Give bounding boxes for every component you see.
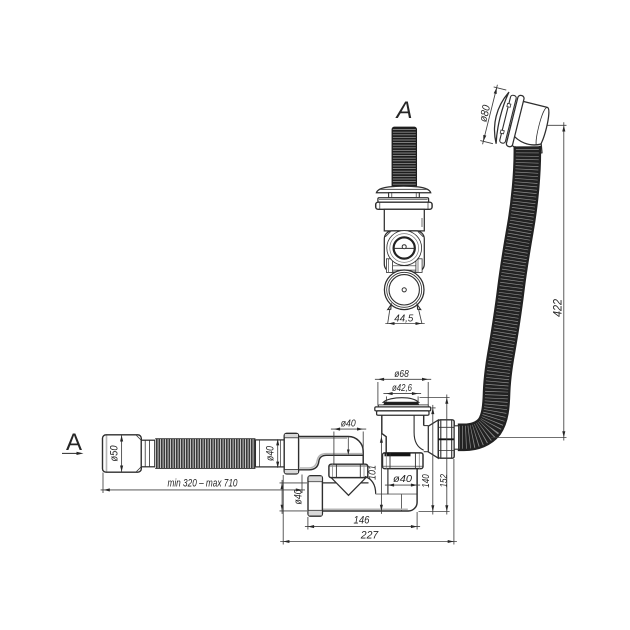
svg-text:422: 422 bbox=[553, 298, 565, 317]
svg-text:146: 146 bbox=[354, 515, 371, 527]
svg-text:ø50: ø50 bbox=[109, 445, 121, 462]
svg-text:ø42,6: ø42,6 bbox=[392, 382, 412, 394]
svg-text:101: 101 bbox=[367, 465, 379, 480]
svg-text:A: A bbox=[394, 97, 412, 124]
svg-text:152: 152 bbox=[438, 474, 450, 488]
svg-text:A: A bbox=[66, 429, 82, 456]
svg-text:ø40: ø40 bbox=[293, 489, 305, 505]
svg-text:ø40: ø40 bbox=[265, 445, 277, 461]
svg-text:140: 140 bbox=[420, 474, 432, 488]
svg-text:44,5: 44,5 bbox=[394, 312, 413, 324]
svg-text:ø40: ø40 bbox=[341, 418, 356, 430]
svg-text:ø40: ø40 bbox=[393, 473, 412, 485]
svg-text:ø68: ø68 bbox=[394, 368, 409, 380]
svg-text:227: 227 bbox=[360, 529, 379, 541]
svg-text:ø80: ø80 bbox=[477, 103, 493, 123]
svg-text:min 320 – max 710: min 320 – max 710 bbox=[168, 477, 239, 489]
